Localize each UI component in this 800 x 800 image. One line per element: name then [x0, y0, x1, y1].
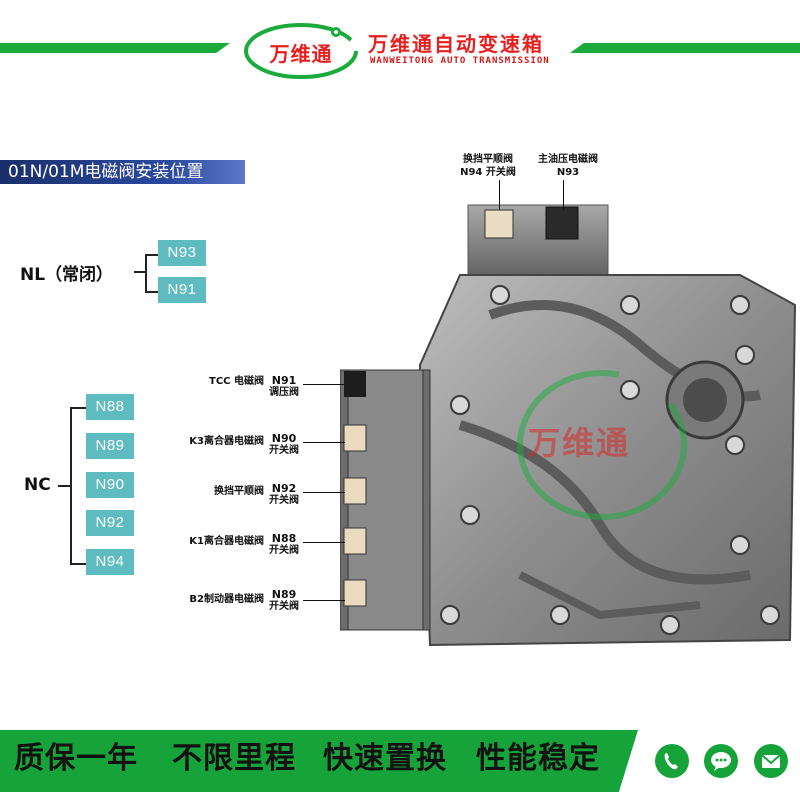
brand-name-en: WANWEITONG AUTO TRANSMISSION	[370, 56, 550, 66]
tag-n90: N90	[86, 472, 134, 498]
header-bar-left	[0, 43, 230, 53]
tag-n93: N93	[158, 240, 206, 266]
tag-n89: N89	[86, 433, 134, 459]
callout-n88: N88 开关阀	[266, 533, 302, 557]
header-bar-right	[570, 43, 800, 53]
page-title: 01N/01M电磁阀安装位置	[0, 160, 245, 184]
valve-body-image	[340, 204, 797, 647]
callout-n93-line1: 主油压电磁阀	[538, 154, 598, 165]
callout-n90-type: 开关阀	[269, 445, 299, 456]
callout-n92-type: 开关阀	[269, 495, 299, 506]
slogan-warranty: 质保一年	[14, 741, 138, 776]
callout-line-n92	[303, 492, 345, 493]
callout-line-n91	[303, 384, 345, 385]
tag-n91: N91	[158, 277, 206, 303]
footer-bar	[0, 730, 638, 792]
nl-bracket-tick	[134, 271, 145, 273]
callout-line-n90	[303, 442, 345, 443]
callout-line-n94	[499, 180, 500, 210]
callout-n93-line2: N93	[556, 167, 580, 178]
callout-n94-line1: 换挡平顺阀	[463, 154, 513, 165]
callout-n89: N89 开关阀	[266, 589, 302, 613]
callout-shift-name: 换挡平顺阀	[214, 486, 264, 497]
callout-n91-type: 调压阀	[269, 387, 299, 398]
slogan-performance: 性能稳定	[476, 741, 600, 776]
callout-n92: N92 开关阀	[266, 483, 302, 507]
nl-bracket	[145, 254, 159, 293]
callout-n88-type: 开关阀	[269, 545, 299, 556]
callout-n94-line2: N94 开关阀	[460, 167, 516, 178]
slogan-mileage: 不限里程	[172, 741, 296, 776]
logo-text: 万维通	[269, 42, 333, 66]
logo-ring-icon	[244, 23, 358, 79]
callout-k1-name: K1离合器电磁阀	[189, 536, 264, 547]
callout-n94: 换挡平顺阀 N94 开关阀	[448, 153, 528, 179]
callout-n91: N91 调压阀	[266, 375, 302, 399]
callout-n91-code: N91	[271, 374, 297, 387]
nl-group-label: NL（常闭）	[20, 265, 114, 285]
callout-n90: N90 开关阀	[266, 433, 302, 457]
phone-icon[interactable]	[655, 744, 689, 778]
callout-n89-type: 开关阀	[269, 601, 299, 612]
tag-n88: N88	[86, 394, 134, 420]
chat-icon[interactable]	[704, 744, 738, 778]
callout-tcc-name: TCC 电磁阀	[209, 376, 264, 387]
callout-line-n88	[303, 542, 345, 543]
callout-k3-name: K3离合器电磁阀	[189, 436, 264, 447]
logo: 万维通	[242, 22, 360, 80]
brand-name-cn: 万维通自动变速箱	[368, 32, 544, 56]
callout-n92-code: N92	[271, 482, 297, 495]
nc-group-label: NC	[24, 475, 51, 495]
callout-line-n93	[563, 180, 564, 210]
watermark-text: 万维通	[528, 424, 631, 462]
tag-n92: N92	[86, 510, 134, 536]
callout-b2-name: B2制动器电磁阀	[189, 594, 264, 605]
mail-icon[interactable]	[754, 744, 788, 778]
callout-n90-code: N90	[271, 432, 297, 445]
tag-n94: N94	[86, 549, 134, 575]
nc-bracket	[70, 407, 86, 565]
nc-bracket-tick	[58, 485, 70, 487]
slogan-replacement: 快速置换	[323, 741, 447, 776]
callout-n93: 主油压电磁阀 N93	[528, 153, 608, 179]
callout-n89-code: N89	[271, 588, 297, 601]
callout-line-n89	[303, 600, 345, 601]
callout-n88-code: N88	[271, 532, 297, 545]
